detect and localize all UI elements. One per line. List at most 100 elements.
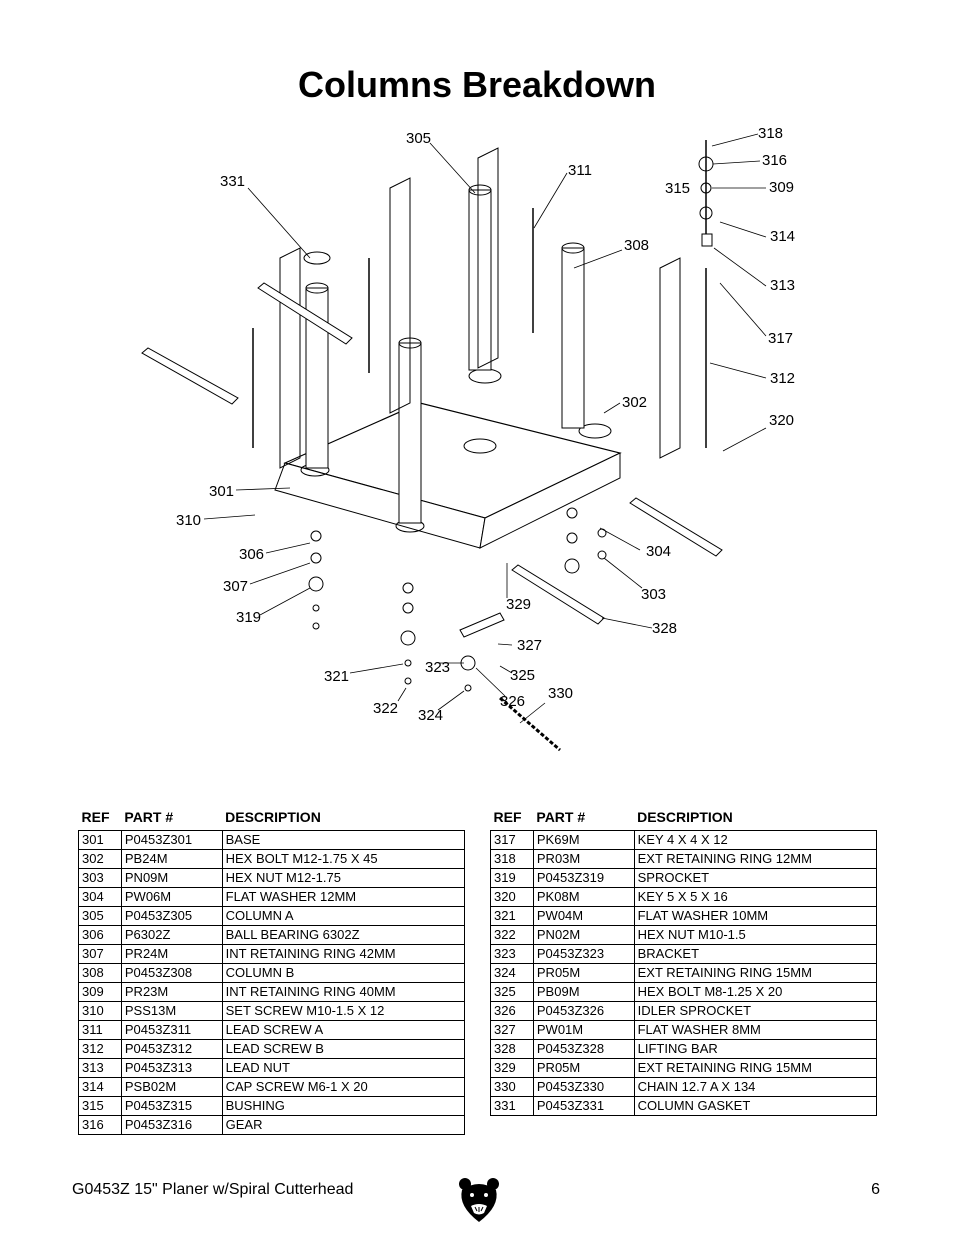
callout-304: 304	[646, 543, 671, 560]
callout-319: 319	[236, 609, 261, 626]
cell-part: PSS13M	[120, 1001, 223, 1021]
cell-part: P0453Z328	[532, 1039, 635, 1059]
cell-description: FLAT WASHER 8MM	[633, 1020, 878, 1040]
callout-327: 327	[517, 637, 542, 654]
cell-ref: 327	[490, 1020, 534, 1040]
cell-description: BALL BEARING 6302Z	[221, 925, 466, 945]
callout-318: 318	[758, 125, 783, 142]
cell-ref: 323	[490, 944, 534, 964]
header-ref: REF	[493, 809, 522, 825]
cell-part: PR03M	[532, 849, 635, 869]
columns-exploded-diagram: 305 331 311 308 318 316 315 309 314 313 …	[120, 118, 840, 768]
cell-description: GEAR	[221, 1115, 466, 1135]
cell-part: PK69M	[532, 830, 635, 850]
cell-part: P0453Z319	[532, 868, 635, 888]
callout-328: 328	[652, 620, 677, 637]
callout-309: 309	[769, 179, 794, 196]
cell-description: CAP SCREW M6-1 X 20	[221, 1077, 466, 1097]
cell-part: P0453Z315	[120, 1096, 223, 1116]
cell-description: LEAD SCREW A	[221, 1020, 466, 1040]
cell-part: PW06M	[120, 887, 223, 907]
cell-description: COLUMN B	[221, 963, 466, 983]
bear-head-logo-icon	[456, 1176, 502, 1224]
cell-part: P6302Z	[120, 925, 223, 945]
cell-ref: 306	[78, 925, 122, 945]
cell-description: EXT RETAINING RING 15MM	[633, 1058, 878, 1078]
cell-ref: 329	[490, 1058, 534, 1078]
cell-part: PR24M	[120, 944, 223, 964]
cell-part: PK08M	[532, 887, 635, 907]
cell-description: HEX NUT M12-1.75	[221, 868, 466, 888]
cell-part: P0453Z313	[120, 1058, 223, 1078]
callout-311: 311	[568, 162, 592, 179]
gasket-sheets	[279, 147, 681, 469]
callout-313: 313	[770, 277, 795, 294]
footer-model: G0453Z 15" Planer w/Spiral Cutterhead	[72, 1181, 354, 1198]
cell-ref: 325	[490, 982, 534, 1002]
cell-description: BRACKET	[633, 944, 878, 964]
cell-part: P0453Z312	[120, 1039, 223, 1059]
header-part: PART #	[124, 809, 174, 825]
cell-ref: 322	[490, 925, 534, 945]
cell-part: P0453Z308	[120, 963, 223, 983]
cell-ref: 301	[78, 830, 122, 850]
cell-part: PB09M	[532, 982, 635, 1002]
callout-330: 330	[548, 685, 573, 702]
cell-description: EXT RETAINING RING 15MM	[633, 963, 878, 983]
cell-ref: 317	[490, 830, 534, 850]
cell-part: PN09M	[120, 868, 223, 888]
cell-description: CHAIN 12.7 A X 134	[633, 1077, 878, 1097]
cell-part: P0453Z326	[532, 1001, 635, 1021]
cell-ref: 310	[78, 1001, 122, 1021]
page-title: Columns Breakdown	[297, 64, 657, 105]
cell-ref: 316	[78, 1115, 122, 1135]
cell-ref: 313	[78, 1058, 122, 1078]
callout-322: 322	[373, 700, 398, 717]
cell-description: EXT RETAINING RING 12MM	[633, 849, 878, 869]
cell-description: BASE	[221, 830, 466, 850]
cell-part: P0453Z330	[532, 1077, 635, 1097]
header-part: PART #	[536, 809, 586, 825]
cell-description: SPROCKET	[633, 868, 878, 888]
cell-part: P0453Z331	[532, 1096, 635, 1116]
callout-308: 308	[624, 237, 649, 254]
cell-ref: 303	[78, 868, 122, 888]
cell-description: KEY 4 X 4 X 12	[633, 830, 878, 850]
cell-ref: 314	[78, 1077, 122, 1097]
cell-part: PW04M	[532, 906, 635, 926]
callout-315: 315	[665, 180, 690, 197]
callout-316: 316	[762, 152, 787, 169]
cell-description: INT RETAINING RING 42MM	[221, 944, 466, 964]
cell-ref: 302	[78, 849, 122, 869]
callout-305: 305	[406, 130, 431, 147]
cell-description: LEAD SCREW B	[221, 1039, 466, 1059]
callout-306: 306	[239, 546, 264, 563]
callout-302: 302	[622, 394, 647, 411]
callout-323: 323	[425, 659, 450, 676]
cell-part: PR05M	[532, 1058, 635, 1078]
cell-ref: 319	[490, 868, 534, 888]
cell-description: LIFTING BAR	[633, 1039, 878, 1059]
cell-description: COLUMN A	[221, 906, 466, 926]
callout-310: 310	[176, 512, 201, 529]
